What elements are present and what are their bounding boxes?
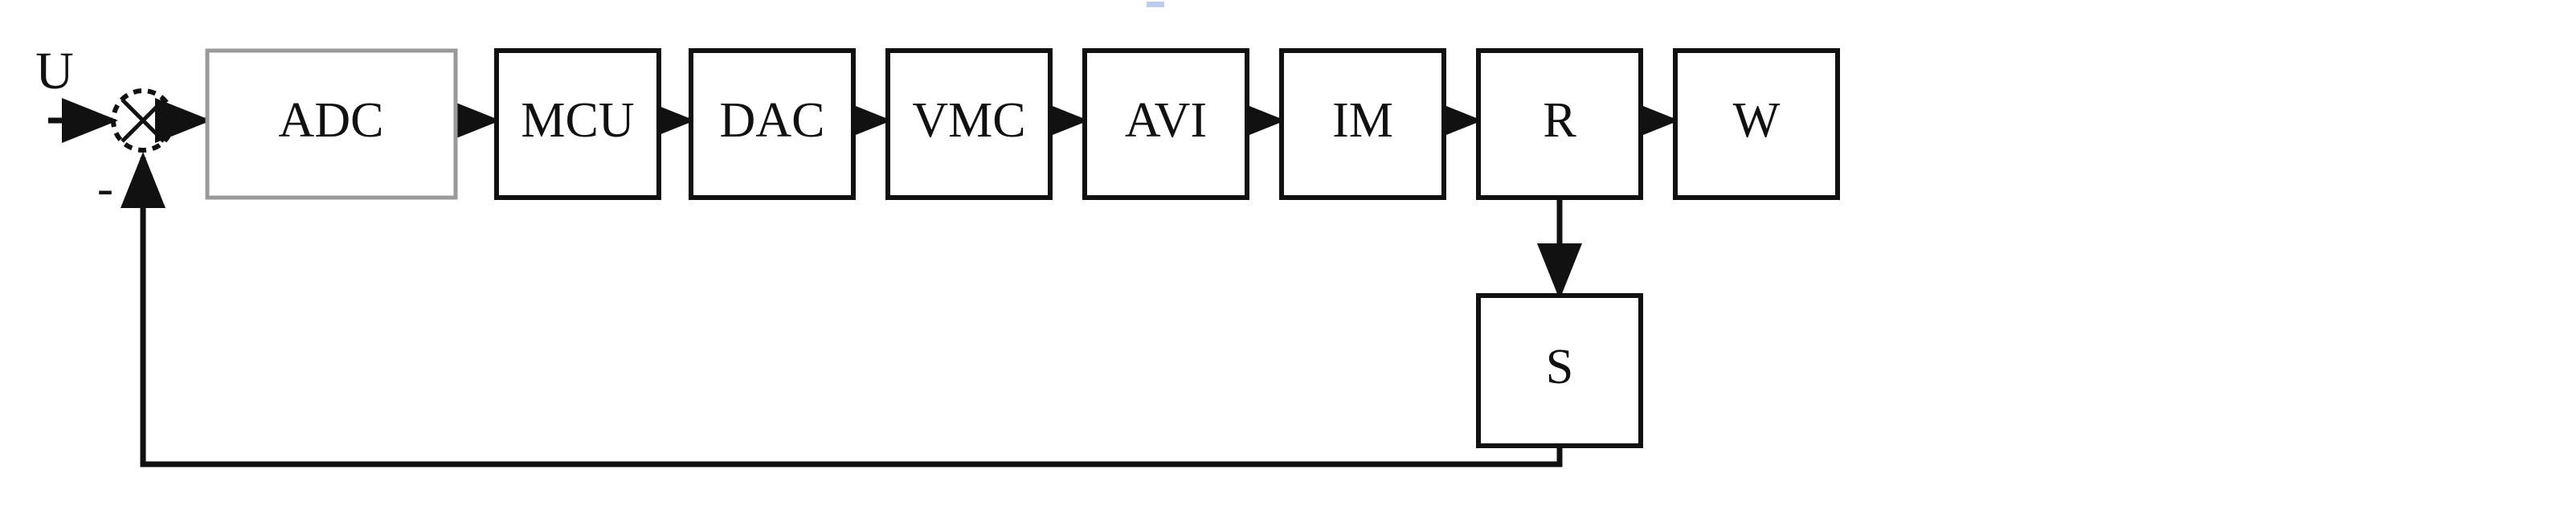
input-label-u: U [35,42,74,100]
block-s[interactable]: S [1476,293,1643,448]
block-vmc[interactable]: VMC [885,48,1053,200]
summing-junction [111,88,175,153]
block-im[interactable]: IM [1279,48,1446,200]
block-label-dac: DAC [720,93,825,148]
block-w[interactable]: W [1673,48,1840,200]
block-adc[interactable]: ADC [205,48,458,200]
block-label-vmc: VMC [912,93,1025,148]
block-label-w: W [1733,93,1781,148]
block-label-adc: ADC [279,93,384,148]
block-label-s: S [1546,340,1573,394]
block-mcu[interactable]: MCU [494,48,661,200]
block-avi[interactable]: AVI [1082,48,1249,200]
block-label-avi: AVI [1125,93,1207,148]
block-dac[interactable]: DAC [689,48,856,200]
block-label-r: R [1543,93,1576,148]
blue-mark [1147,2,1164,7]
feedback-path [121,152,1563,467]
block-label-mcu: MCU [521,93,634,148]
block-label-im: IM [1332,93,1393,148]
negative-sign-label: - [97,161,113,214]
block-r[interactable]: R [1476,48,1643,200]
